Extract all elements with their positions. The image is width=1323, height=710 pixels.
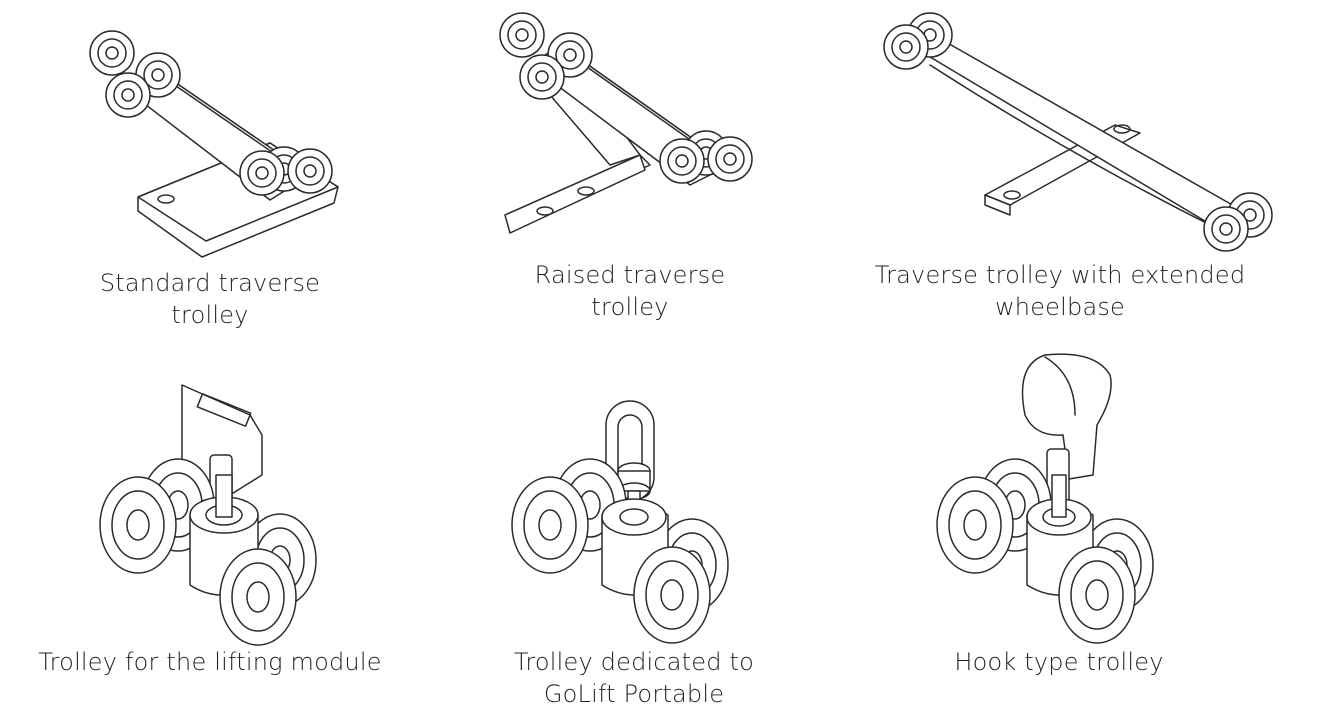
- trolley-label: Trolley dedicated to GoLift Portable: [484, 646, 784, 710]
- trolley-label: Trolley for the lifting module: [20, 646, 400, 678]
- trolley-card-raised-traverse: Raised traverse trolley: [490, 12, 770, 325]
- trolley-card-lifting-module: Trolley for the lifting module: [38, 375, 381, 685]
- trolley-label: Traverse trolley with extended wheelbase: [870, 259, 1250, 323]
- label-line-1: Trolley dedicated to: [513, 648, 755, 676]
- trolley-card-golift-portable: Trolley dedicated to GoLift Portable: [500, 395, 780, 708]
- label-line-2: GoLift Portable: [543, 680, 725, 708]
- trolley-label: Hook type trolley: [909, 646, 1209, 678]
- label-line-2: trolley: [591, 293, 669, 321]
- label-line-2: trolley: [171, 301, 249, 329]
- label-line-1: Hook type trolley: [954, 648, 1164, 676]
- golift-portable-trolley-icon: [511, 400, 729, 644]
- trolley-card-extended-wheelbase: Traverse trolley with extended wheelbase: [870, 5, 1280, 325]
- label-line-1: Raised traverse: [534, 261, 726, 289]
- raised-traverse-trolley-icon: [499, 12, 753, 234]
- label-line-1: Trolley for the lifting module: [38, 648, 382, 676]
- trolley-label: Raised traverse trolley: [480, 259, 780, 323]
- standard-traverse-trolley-icon: [89, 30, 339, 258]
- trolley-card-standard-traverse: Standard traverse trolley: [70, 25, 350, 335]
- label-line-1: Traverse trolley with extended: [874, 261, 1246, 289]
- label-line-2: wheelbase: [994, 293, 1126, 321]
- hook-trolley-icon: [936, 353, 1154, 644]
- extended-wheelbase-trolley-icon: [883, 12, 1273, 252]
- label-line-1: Standard traverse: [99, 269, 321, 297]
- lifting-module-trolley-icon: [99, 384, 317, 646]
- trolley-label: Standard traverse trolley: [60, 267, 360, 331]
- trolley-card-hook-type: Hook type trolley: [925, 345, 1205, 685]
